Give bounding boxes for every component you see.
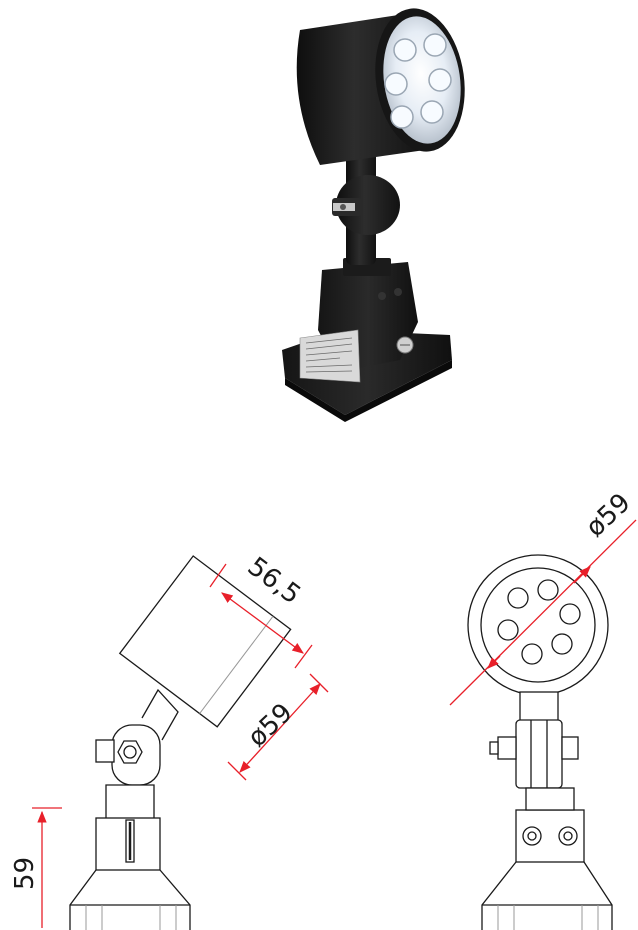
side-head-diameter-label: ø59 [242, 698, 298, 753]
front-view-drawing [467, 554, 613, 930]
front-screw-icons [522, 826, 578, 846]
front-neck [519, 691, 559, 723]
front-head-diameter-label: ø59 [580, 488, 636, 543]
lamp-swivel-joint [332, 175, 400, 235]
side-swivel-joint [95, 724, 161, 786]
product-photo [282, 8, 465, 422]
front-head [467, 554, 609, 696]
side-base [69, 869, 191, 930]
front-pedestal [515, 809, 585, 863]
front-view-dimensions [449, 519, 637, 706]
dim-head-length-line [221, 592, 304, 654]
dim-head-diameter-line [239, 683, 321, 773]
lamp-label-plate [299, 329, 361, 383]
front-joint [489, 719, 579, 789]
dim-front-diameter-line [449, 519, 637, 706]
side-view-dimensions [32, 563, 329, 928]
hex-nut-icon [117, 740, 143, 764]
side-base-height-label: 59 [10, 857, 40, 890]
front-led-array [497, 579, 581, 665]
lamp-head [296, 8, 465, 165]
front-base [481, 861, 613, 930]
led-array [384, 33, 452, 129]
